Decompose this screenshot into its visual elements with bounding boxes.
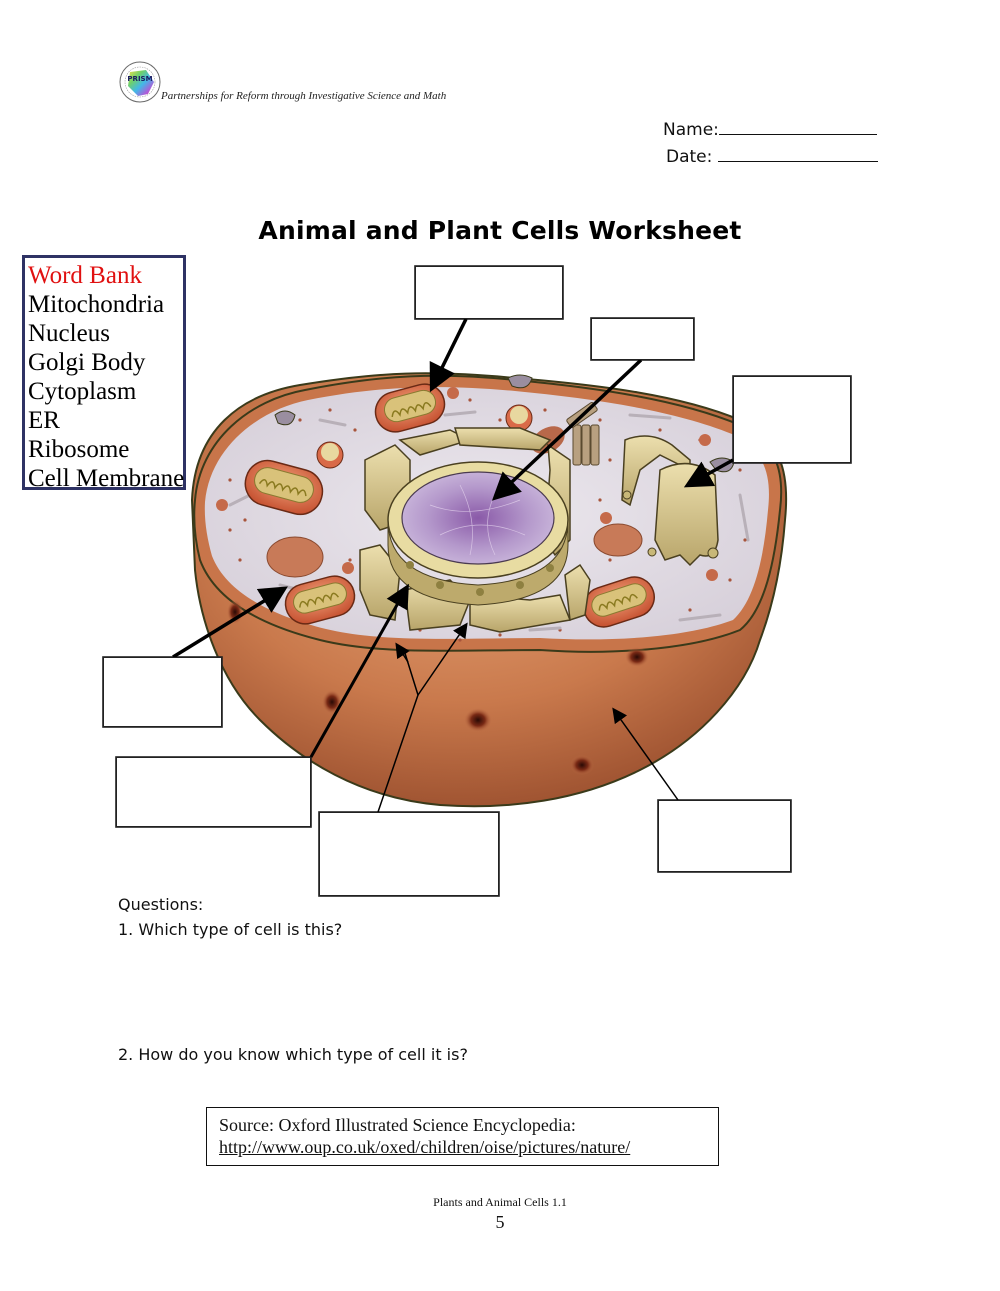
word-bank-item: Nucleus bbox=[28, 320, 110, 347]
date-label: Date: bbox=[666, 147, 713, 167]
answer-area-1[interactable] bbox=[118, 945, 878, 1035]
name-blank-line[interactable] bbox=[718, 120, 877, 135]
answer-box-er[interactable] bbox=[116, 757, 311, 827]
question-2: 2. How do you know which type of cell it… bbox=[118, 1045, 468, 1064]
source-label: Source: Oxford Illustrated Science Encyc… bbox=[219, 1115, 576, 1135]
word-bank-title: Word Bank bbox=[28, 262, 142, 289]
footer-title: Plants and Animal Cells 1.1 bbox=[433, 1195, 567, 1209]
date-field[interactable]: Date: bbox=[666, 147, 879, 167]
source-link[interactable]: http://www.oup.co.uk/oxed/children/oise/… bbox=[219, 1137, 631, 1157]
worksheet-title: Animal and Plant Cells Worksheet bbox=[258, 216, 742, 245]
question-1: 1. Which type of cell is this? bbox=[118, 920, 343, 939]
answer-box-golgi-body[interactable] bbox=[733, 376, 851, 463]
source-citation: Source: Oxford Illustrated Science Encyc… bbox=[206, 1107, 719, 1166]
mitochondrion-top bbox=[374, 383, 446, 433]
name-label: Name: bbox=[663, 120, 719, 140]
answer-box-cell-membrane[interactable] bbox=[658, 800, 791, 872]
page-number: 5 bbox=[495, 1212, 505, 1232]
name-field[interactable]: Name: bbox=[663, 120, 877, 140]
organization-tagline: Partnerships for Reform through Investig… bbox=[161, 90, 447, 102]
word-bank-item: Cell Membrane bbox=[28, 465, 185, 492]
answer-box-cytoplasm[interactable] bbox=[103, 657, 222, 727]
svg-text:PRISM: PRISM bbox=[127, 75, 152, 83]
answer-box-ribosome[interactable] bbox=[319, 812, 499, 896]
word-bank-item: Golgi Body bbox=[28, 349, 146, 376]
answer-box-nucleus[interactable] bbox=[591, 318, 694, 360]
date-blank-line[interactable] bbox=[718, 147, 879, 162]
word-bank-item: ER bbox=[28, 407, 60, 434]
word-bank-item: Cytoplasm bbox=[28, 378, 137, 405]
questions-heading: Questions: bbox=[118, 895, 204, 914]
answer-area-2[interactable] bbox=[118, 1070, 878, 1100]
word-bank-item: Mitochondria bbox=[28, 291, 165, 318]
word-bank-item: Ribosome bbox=[28, 436, 130, 463]
prism-logo: PRISM bbox=[116, 60, 164, 104]
answer-box-mitochondria[interactable] bbox=[415, 266, 563, 319]
word-bank: Word Bank Mitochondria Nucleus Golgi Bod… bbox=[22, 255, 186, 492]
